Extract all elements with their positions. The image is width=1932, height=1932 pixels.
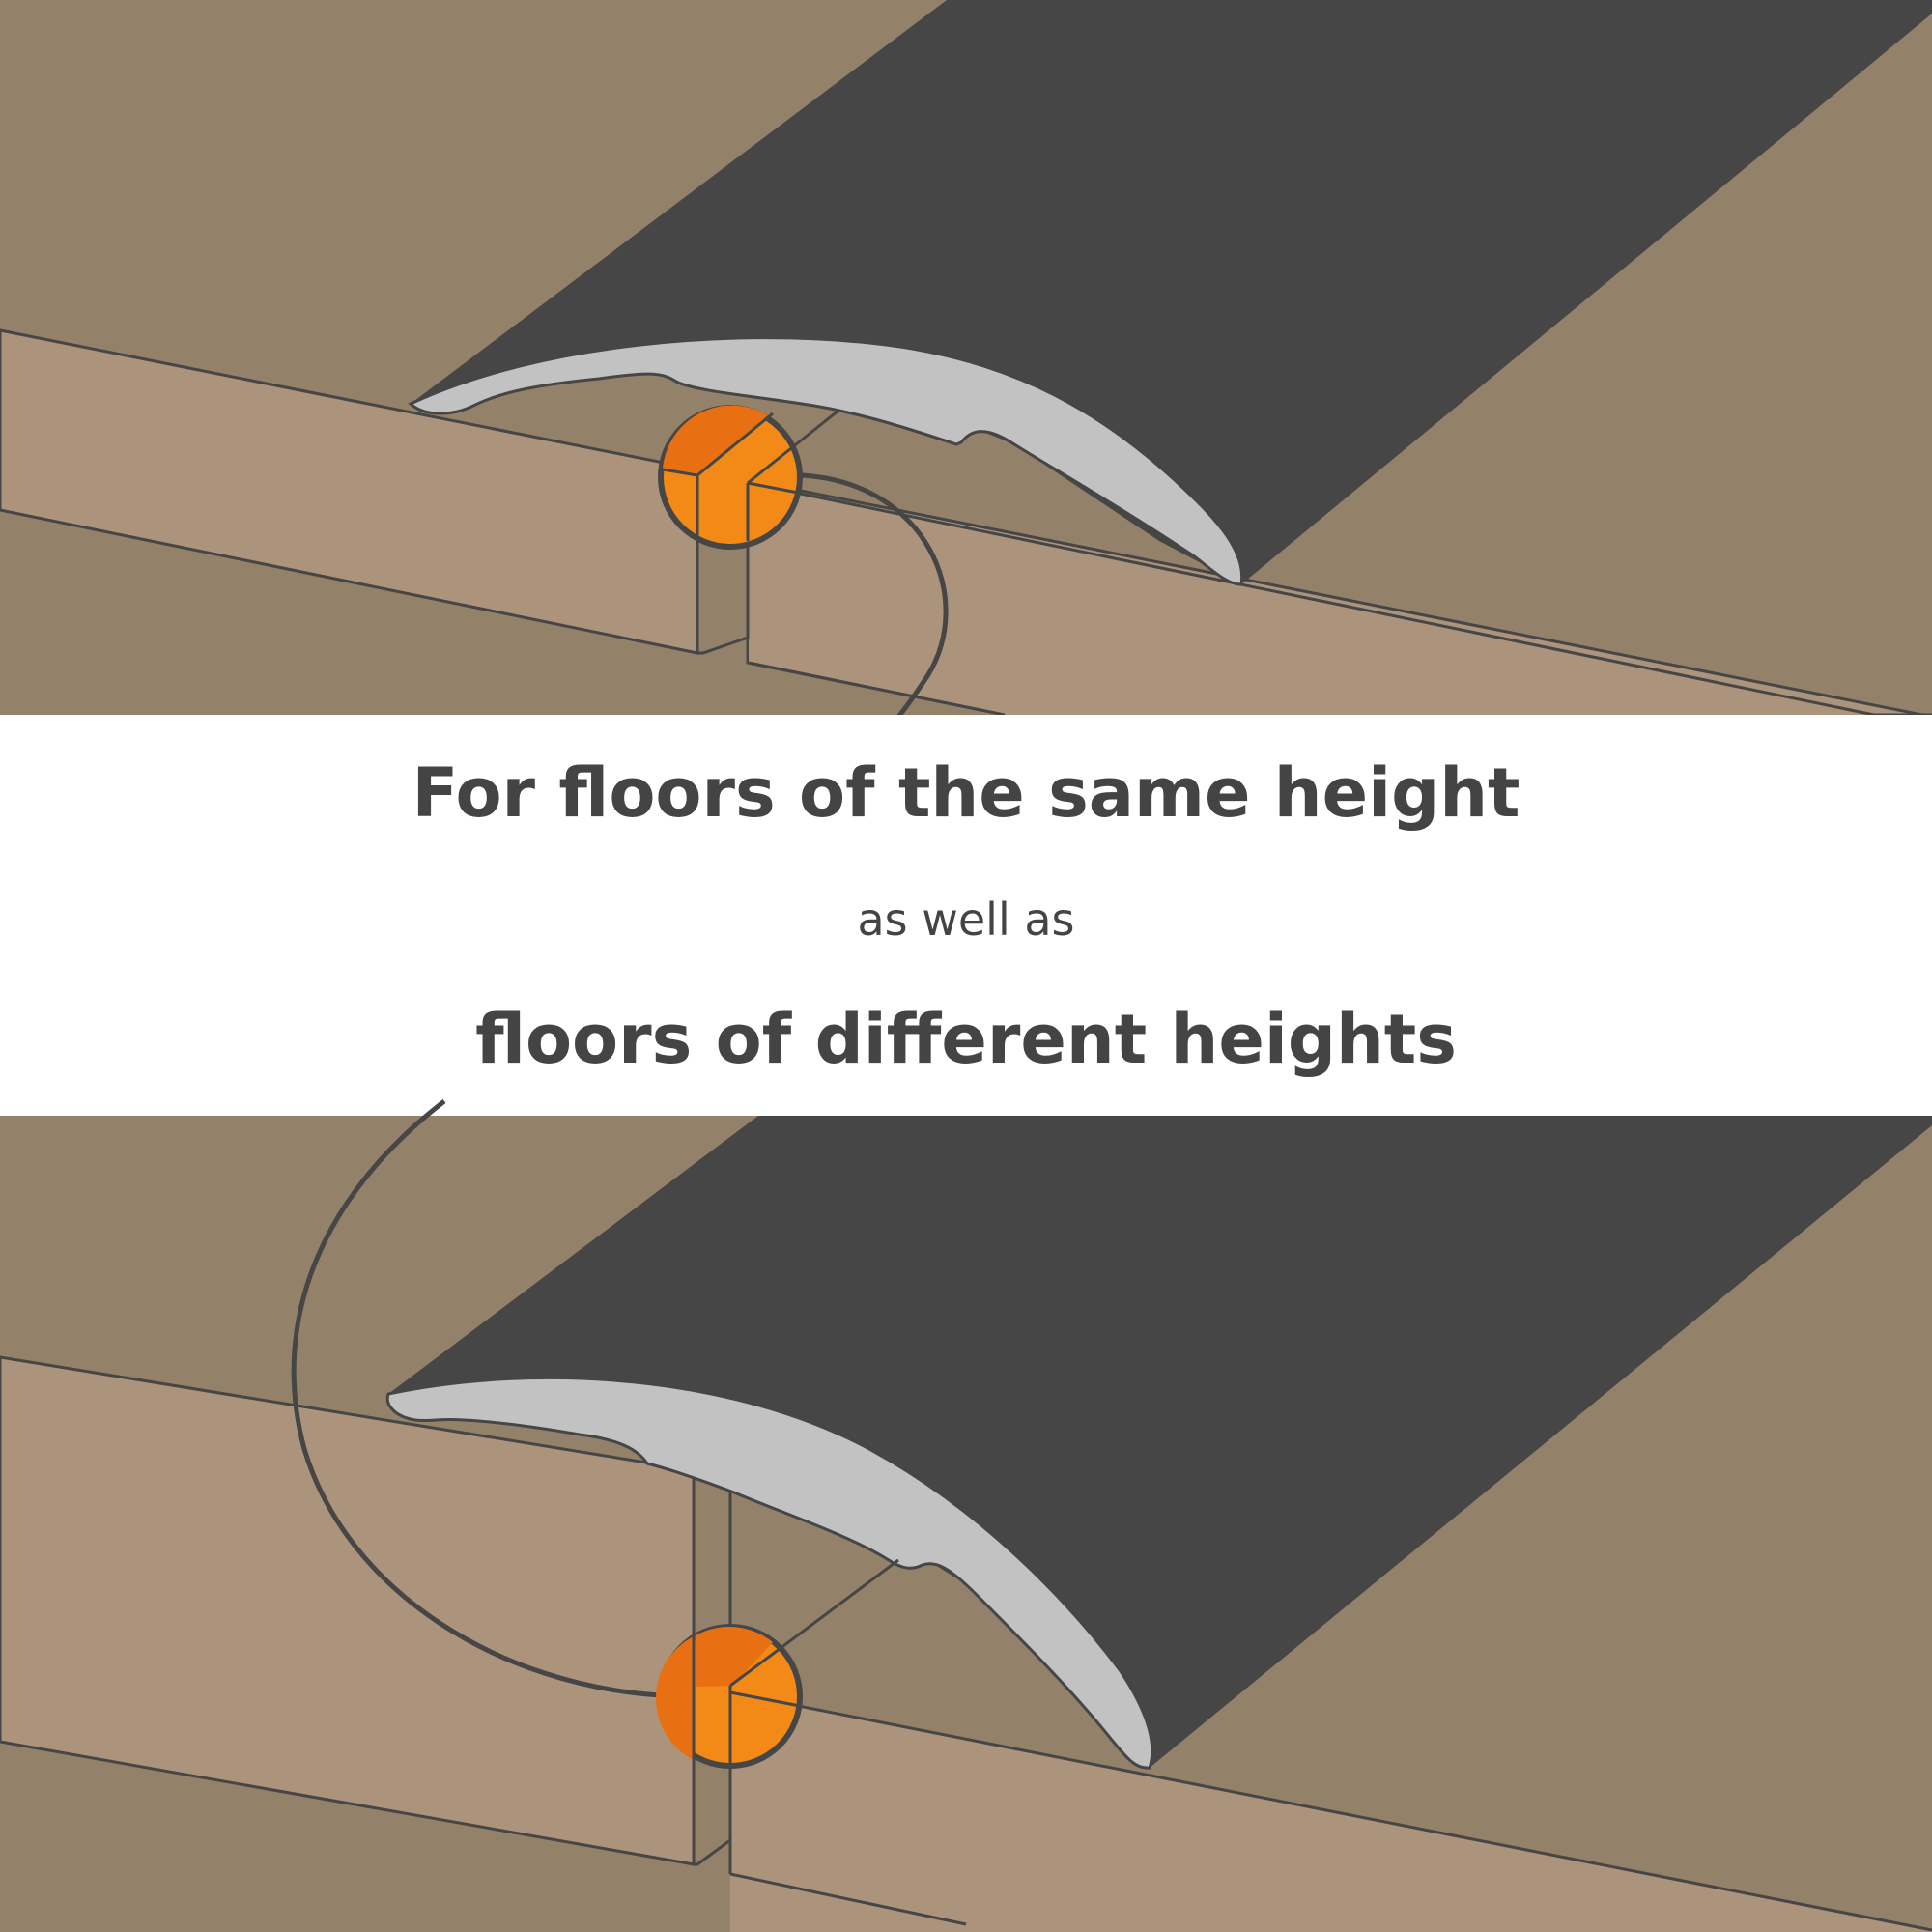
top-diagram-same-height [0,0,1932,719]
caption-heading-different-heights: floors of different heights [475,1000,1457,1079]
top-highlight-circle [658,405,839,550]
bottom-right-floor-bottom-edge [729,1872,967,1926]
top-right-floor-bottom-edge [748,661,1006,717]
bottom-diagram-different-heights [0,1099,1932,1932]
top-right-floor-edge [748,481,1875,717]
caption-band [0,715,1932,1116]
caption-heading-same-height: For floors of the same height [412,753,1520,833]
caption-connector: as well as [857,894,1075,946]
top-callout-arc [801,472,949,719]
top-profile-body [411,0,1932,584]
caption: For floors of the same height as well as… [0,715,1932,1116]
bottom-profile-body [388,1116,1932,1768]
bottom-callout-arc [291,1099,662,1698]
bottom-highlight-circle [655,1558,899,1769]
top-profile-edge [408,336,1244,586]
bottom-right-floor-edge [729,1690,1932,1932]
bottom-profile-edge [385,1376,1154,1770]
